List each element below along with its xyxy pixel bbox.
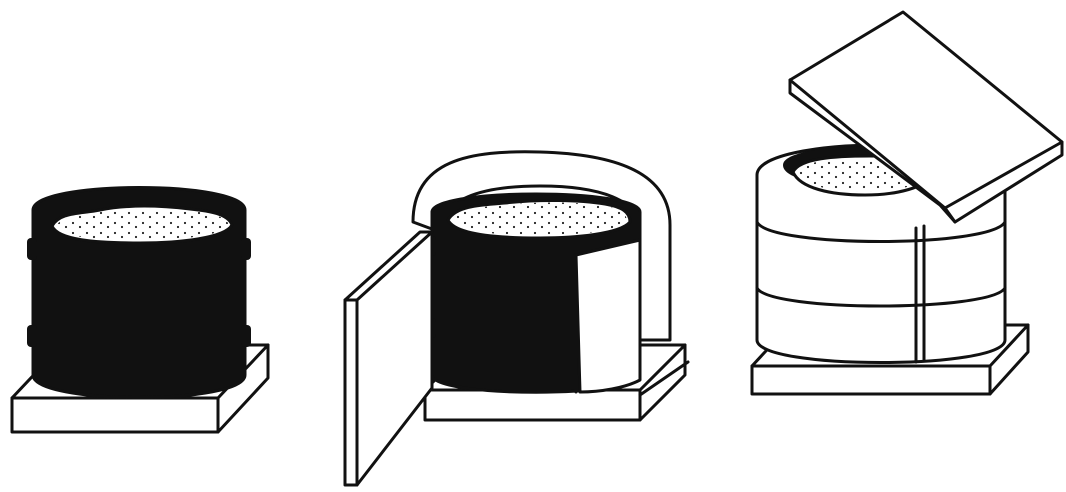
- panel-kiln-lid-open: [750, 10, 1064, 396]
- slab-ridge-stroke: [638, 360, 690, 397]
- sand-surface-2: [446, 198, 632, 240]
- insulation-wrap-back: [411, 150, 672, 342]
- panel-kiln-door-open: [343, 150, 690, 487]
- open-door-panel: [343, 230, 434, 487]
- sand-surface-1: [50, 204, 234, 245]
- panel-kiln-closed-drum: [10, 186, 270, 434]
- lifted-lid: [788, 10, 1064, 224]
- insulation-wrap-front: [574, 238, 642, 394]
